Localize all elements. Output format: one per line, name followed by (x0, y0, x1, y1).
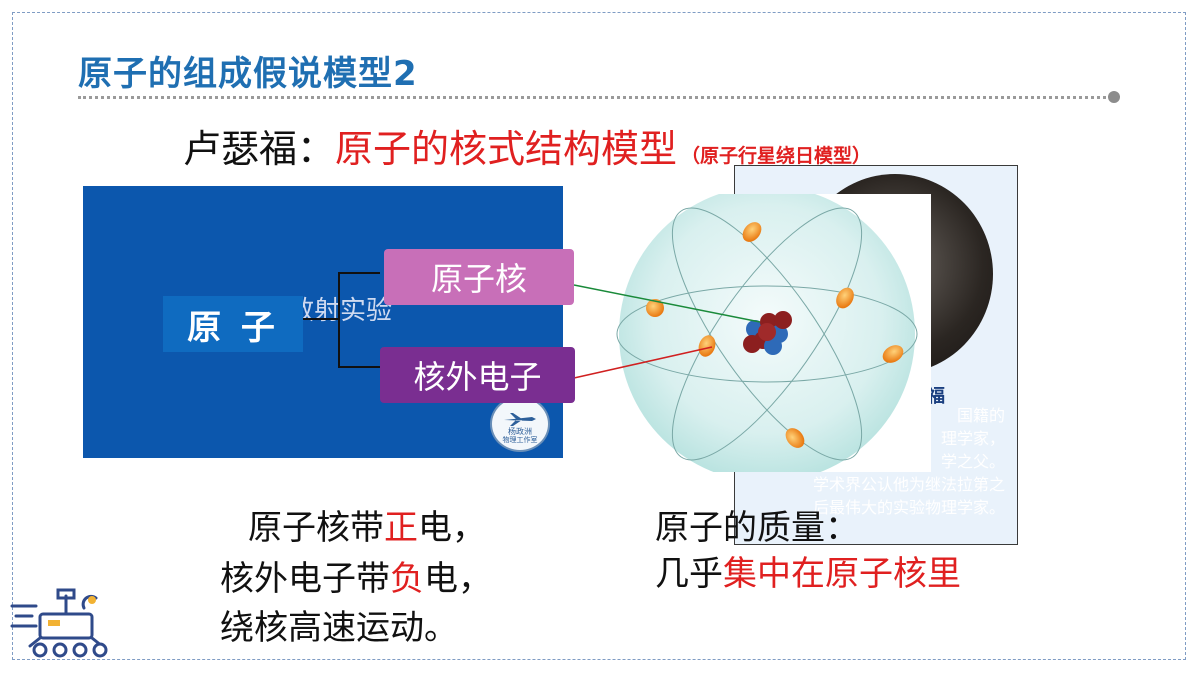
electron-orbits (616, 207, 918, 461)
charge-line-2: 核外电子带负电， (220, 551, 492, 600)
nucleus-label: 原子核 (384, 249, 574, 305)
airplane-icon (504, 413, 536, 426)
mass-line-2-pre: 几乎 (655, 554, 723, 594)
seal-org: 物理工作室 (502, 436, 538, 444)
atom-label: 原 子 (163, 296, 303, 352)
bracket-stem (303, 318, 339, 320)
mass-line-2: 几乎集中在原子核里 (655, 546, 961, 595)
bio-line: 理学家， (940, 429, 1005, 448)
atom-illustration (607, 194, 931, 472)
charge-line-2-pre: 核外电子带 (220, 559, 390, 599)
mass-line-1: 原子的质量： (655, 508, 859, 548)
charge-line-2-post: 电， (424, 559, 492, 599)
bio-line: 国籍的 (956, 406, 1005, 425)
nucleus (743, 311, 792, 355)
model-name: 原子的核式结构模型 (335, 127, 678, 171)
divider-end-dot (1108, 91, 1120, 103)
bio-text: 国籍的 理学家， 学之父。 学术界公认他为继法拉第之 后最伟大的实验物理学家。 (763, 404, 1005, 519)
charge-line-1: 原子核带正电， (248, 500, 486, 549)
electron-pointer (573, 346, 713, 379)
nucleus-pointer (573, 284, 761, 323)
scientist-name: 卢瑟福： (183, 127, 336, 171)
charge-line-3: 绕核高速运动。 (220, 608, 458, 648)
charge-line-1-pre: 原子核带 (248, 508, 384, 548)
bio-line: 后最伟大的实验物理学家。 (812, 498, 1005, 517)
positive-word: 正 (384, 508, 418, 548)
model-subtitle: （原子行星绕日模型） (681, 145, 872, 167)
charge-line-1-post: 电， (418, 508, 486, 548)
bio-name: 福 (927, 386, 945, 407)
bio-line: 学之父。 (940, 452, 1005, 471)
electron-label: 核外电子 (380, 347, 575, 403)
mass-concentrated: 集中在原子核里 (723, 554, 961, 594)
slide-frame (12, 12, 1186, 660)
model-heading: 卢瑟福：原子的核式结构模型（原子行星绕日模型） (183, 118, 871, 173)
rover-icon (10, 588, 108, 658)
negative-word: 负 (390, 559, 424, 599)
slide-title: 原子的组成假说模型2 (78, 54, 418, 94)
bio-line: 学术界公认他为继法拉第之 (812, 475, 1005, 494)
electrons (646, 222, 904, 448)
seal-name: 杨政洲 (508, 427, 532, 436)
composition-bracket (338, 272, 380, 368)
title-divider (78, 96, 1112, 99)
